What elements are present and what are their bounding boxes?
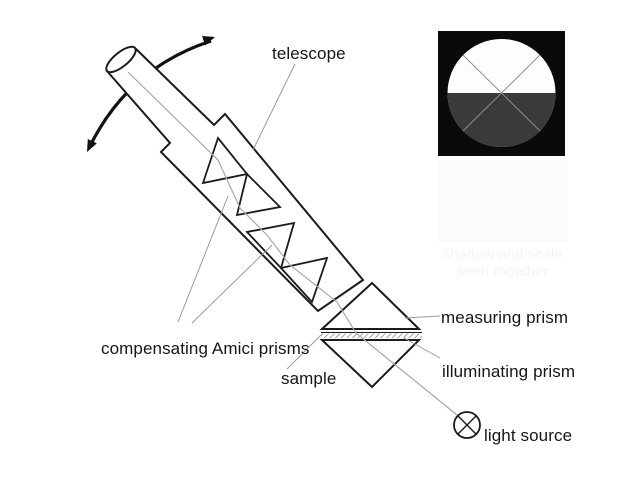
illuminating-prism-leader <box>403 337 441 359</box>
amici-prism-2 <box>245 221 329 304</box>
view-dark-half <box>447 93 556 147</box>
optical-axis-line <box>127 71 458 416</box>
ghost-caption-line1: shadow and scale <box>442 246 563 263</box>
crosshair-icon <box>462 54 541 132</box>
ghost-image-remnant <box>437 160 568 242</box>
eyepiece-icon <box>105 45 137 74</box>
amici-prism-1 <box>201 136 282 217</box>
illuminating-prism-label: illuminating prism <box>442 362 576 381</box>
light-source-label: light source <box>484 426 573 445</box>
measuring-prism-label: measuring prism <box>441 308 569 327</box>
sample-label: sample <box>281 369 337 388</box>
compensating-leader-1 <box>177 195 229 323</box>
telescope-leader <box>252 63 296 151</box>
measuring-prism-leader <box>404 315 441 319</box>
sample-leader <box>286 334 322 370</box>
eyepiece-view-inset <box>438 31 565 156</box>
light-source-icon <box>453 411 481 439</box>
compensating-prisms-label: compensating Amici prisms <box>101 339 310 358</box>
compensating-leader-2 <box>191 244 273 324</box>
leader-lines <box>177 63 441 370</box>
ghost-caption-line2: seen together <box>456 263 549 280</box>
illuminating-prism-shape <box>319 339 422 389</box>
sample-layer-shape <box>321 333 422 338</box>
telescope-label: telescope <box>272 44 346 63</box>
ghost-caption: shadow and scale seen together <box>425 246 580 280</box>
